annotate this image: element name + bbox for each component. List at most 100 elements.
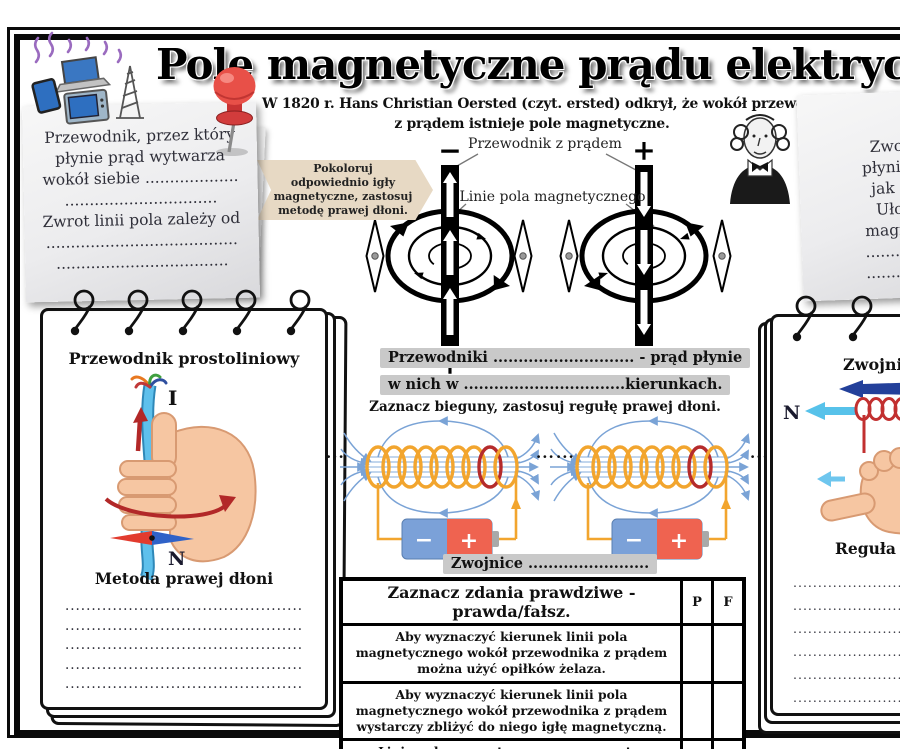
north-label: N [783,402,800,424]
marked-turn [687,445,713,489]
battery: − + [611,518,709,560]
coil-icon [854,397,900,453]
battery: − + [401,518,499,560]
f-checkbox-cell[interactable] [711,680,746,742]
needle-blue-half [152,531,194,545]
battery-plus: + [460,528,478,554]
current-arrow [135,418,143,452]
instruction-poles: Zaznacz bieguny, zastosuj regułę prawej … [369,399,721,415]
page-title: Pole magnetyczne prądu elektrycznego [156,40,900,89]
north-arrow-head [805,402,825,420]
dotted-line: ........................................… [793,667,900,682]
radio-tower-icon [116,65,144,119]
conductor-current-up: − + [365,134,533,381]
dotted-line: ........................................… [64,598,304,614]
dotted-line: ........................................… [64,656,304,673]
statement-cell: Aby wyznaczyć kierunek linii pola magnet… [339,680,683,742]
intro-line-2: z prądem istnieje pole magnetyczne. [394,116,670,132]
compass-needle-icon [513,219,533,293]
spiral-binding [792,295,873,342]
statement-cell: Linie pola magnetycznego na zewnątrz zwo… [339,738,683,749]
thumb [820,492,876,522]
battery-minus: − [415,527,433,553]
polarity-sign: − [438,134,461,167]
f-checkbox-cell[interactable] [711,623,746,684]
dotted-line: ........................................… [793,598,900,613]
p-checkbox-cell[interactable] [680,623,714,684]
rotation-arrow-head [219,495,236,512]
col-false-header: F [711,577,746,626]
note-line: Zwojni [869,136,900,156]
note-line: ................................... [55,251,229,273]
oersted-portrait [730,114,790,204]
current-label: I [168,386,177,410]
table-row: Aby wyznaczyć kierunek linii pola magnet… [339,680,746,742]
notebook-left: Przewodnik prostoliniowy [40,308,328,710]
tablet-icon [31,78,62,114]
table-row: Aby wyznaczyć kierunek linii pola magnet… [339,623,746,684]
truth-table: Zaznacz zdania prawdziwe - prawda/fałsz.… [339,577,746,749]
answer-lines: ........................................… [773,571,900,709]
wire-current-arrow [721,497,731,509]
table-header: Zaznacz zdania prawdziwe - prawda/fałsz. [339,577,683,626]
dotted-line: ........................................… [793,644,900,659]
frayed-wires [130,373,168,389]
wire [376,483,402,541]
pole-dots: ... [556,444,575,462]
pole-dots: ... [750,444,769,462]
col-true-header: P [680,577,714,626]
callout-text: Pokoloruj odpowiednio igły magnetyczne, … [273,162,413,217]
solenoid-diagram-right: − + [550,416,750,560]
dotted-line: ........................................… [64,637,304,653]
intro-line-1: W 1820 r. Hans Christian Oersted (czyt. … [262,96,848,112]
dotted-line: ........................................… [793,575,900,590]
monitor-icon [63,88,110,125]
solenoid-hand-diagram: N [783,380,900,535]
fill-in-line: Przewodniki ............................… [380,348,751,368]
battery-plus: + [670,528,688,554]
intro-text: W 1820 r. Hans Christian Oersted (czyt. … [262,94,848,134]
fill-in-line: w nich w ...............................… [380,375,731,395]
notebook-left-title: Przewodnik prostoliniowy [68,349,300,368]
rotation-arrow [104,497,228,519]
battery-minus: − [625,527,643,553]
instruction-callout: Pokoloruj odpowiednio igły magnetyczne, … [257,160,433,220]
notebook-left-caption: Metoda prawej dłoni [94,569,274,588]
table-header-row: Zaznacz zdania prawdziwe - prawda/fałsz.… [339,577,746,626]
fill-in-conductors: Przewodniki ............................… [380,344,751,398]
compass-needle-icon [365,219,385,293]
label-conductor: Przewodnik z prądem [468,136,622,152]
north-label: N [168,548,185,570]
f-checkbox-cell[interactable] [711,738,746,749]
fingers [117,460,177,531]
polarity-sign: + [632,134,655,167]
coil-winding [365,445,519,489]
notebook-right-title: Zwojnic [843,355,900,374]
wire-current-arrow [511,497,521,509]
current-arrow-head [133,407,148,423]
current-arrows-down [637,172,651,335]
spiral-binding [70,289,311,336]
compass-needle-icon [559,219,579,293]
dotted-line: ........................................… [793,621,900,636]
notebook-right: Zwojnic N Reguła pr [770,314,900,716]
dotted-line: ........................................… [64,676,304,692]
table-row: Linie pola magnetycznego na zewnątrz zwo… [339,738,746,749]
field-direction-arrow [839,380,900,398]
p-checkbox-cell[interactable] [680,738,714,749]
p-checkbox-cell[interactable] [680,680,714,742]
notebook-right-caption: Reguła pr [835,539,900,558]
solenoid-diagram-left: − + [340,416,540,560]
label-field-lines: Linie pola magnetycznego [459,189,646,205]
dotted-line: ........................................… [793,690,900,705]
coil-winding [575,445,729,489]
needle-red-half [110,531,152,545]
statement-cell: Aby wyznaczyć kierunek linii pola magnet… [339,623,683,684]
pole-dots: ... [536,444,555,462]
right-hand-rule-diagram: N I [104,373,257,581]
current-arrows-up [443,172,457,335]
wire [586,483,612,541]
